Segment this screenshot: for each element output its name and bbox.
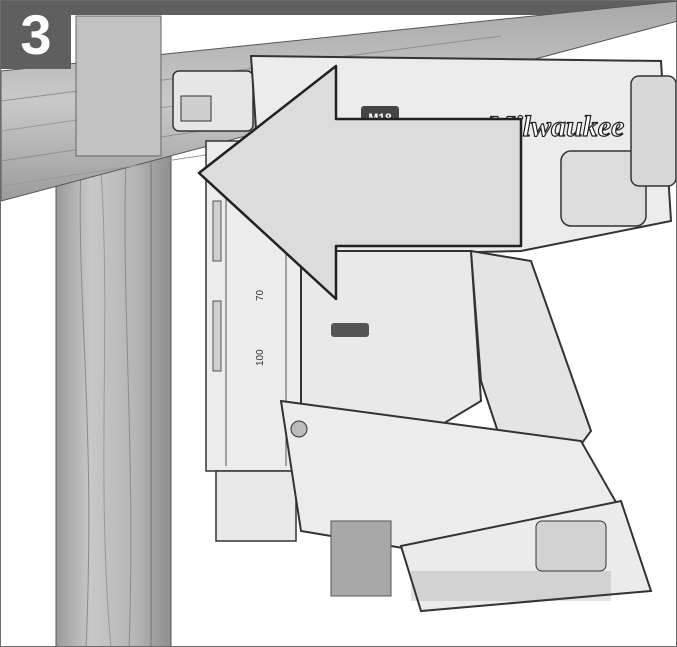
magazine-marking-70: 70 [255, 289, 266, 301]
vertical-stud [55, 150, 172, 646]
upper-post [75, 15, 162, 157]
wood-block [330, 520, 392, 597]
nose-piece [172, 70, 297, 542]
step-number-badge: 3 [1, 1, 71, 69]
battery-pack [399, 499, 653, 613]
arrow-left-icon [197, 64, 523, 301]
magazine-marking-100: 100 [255, 349, 266, 366]
header-bar [1, 1, 676, 15]
